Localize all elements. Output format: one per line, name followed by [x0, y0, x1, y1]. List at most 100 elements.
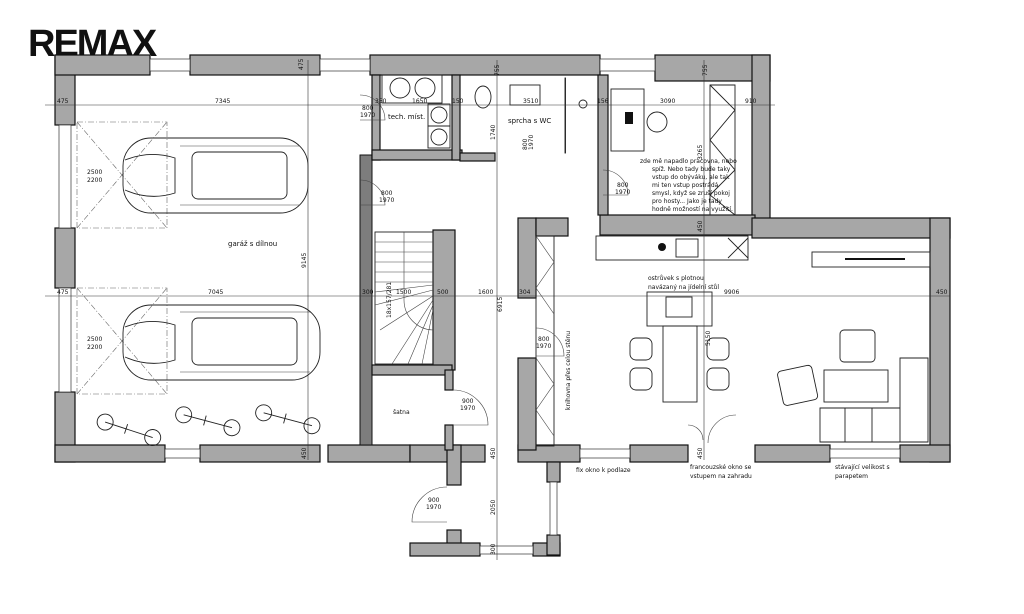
- staircase: [374, 231, 434, 365]
- door-width: 800: [381, 190, 393, 197]
- dimension: 450: [936, 289, 948, 296]
- dimension: 475: [298, 58, 305, 70]
- dimension: 450: [301, 447, 308, 459]
- car-bottom: [122, 304, 321, 381]
- wall: [597, 74, 609, 216]
- door-height: 1970: [615, 189, 630, 196]
- wall: [446, 444, 462, 486]
- dimension: 300: [362, 289, 374, 296]
- door-width: 900: [428, 497, 440, 504]
- dimension-lines: [45, 60, 950, 560]
- window-notes: fix okno k podlaze francouzské okno se v…: [576, 464, 890, 480]
- note-line: zde mě napadlo pracovna, nebo: [640, 158, 737, 165]
- door-height: 1970: [536, 343, 551, 350]
- dimension: 7045: [208, 289, 223, 296]
- dimension: 1500: [396, 289, 411, 296]
- dimension: 156: [597, 98, 609, 105]
- garage-doors: [76, 121, 168, 395]
- dimension: 9145: [301, 253, 308, 268]
- dimension: 450: [697, 447, 704, 459]
- tech-room-label: tech. míst.: [388, 113, 425, 121]
- wall: [629, 444, 689, 463]
- dimension: 450: [490, 447, 497, 459]
- french-window-note: vstupem na zahradu: [690, 473, 752, 480]
- wall: [444, 424, 454, 451]
- dimension: 350: [375, 98, 387, 105]
- dimension: 304: [519, 289, 531, 296]
- dimension: 475: [57, 98, 69, 105]
- existing-window-note: stávající velikost s: [835, 464, 890, 471]
- wall: [599, 214, 756, 236]
- wall: [751, 217, 951, 239]
- door-height: 1970: [426, 504, 441, 511]
- wall: [54, 54, 151, 76]
- dimension: 910: [745, 98, 757, 105]
- door-height: 1970: [360, 112, 375, 119]
- garage-door-opening: [58, 287, 72, 393]
- wall: [369, 54, 601, 76]
- garage-door-width: 2500: [87, 336, 102, 343]
- wall: [754, 444, 831, 463]
- wall: [54, 227, 76, 289]
- room-labels: garáž s dílnou tech. míst. sprcha s WC š…: [228, 113, 719, 416]
- dimension: 9906: [724, 289, 739, 296]
- dimension: 7345: [215, 98, 230, 105]
- kitchen-counter: [595, 235, 931, 268]
- garage-door-width: 2500: [87, 169, 102, 176]
- dimension: 3265: [697, 145, 704, 160]
- tech-appliances: [381, 74, 451, 149]
- wardrobe-label: šatna: [393, 409, 410, 416]
- wall: [535, 217, 569, 237]
- existing-window-note: parapetem: [835, 473, 868, 480]
- door-width: 800: [362, 105, 374, 112]
- wall: [327, 444, 411, 463]
- garage-door-swing: [76, 287, 168, 395]
- wall: [546, 534, 561, 556]
- dimension: 755: [702, 64, 709, 76]
- window: [479, 545, 534, 555]
- door-height: 1970: [528, 135, 535, 150]
- garage-door-opening: [58, 124, 72, 229]
- garage-door-height: 2200: [87, 344, 102, 351]
- dimension: 1740: [490, 125, 497, 140]
- car-top: [122, 137, 309, 214]
- library-label: knihovna přes celou stěnu: [565, 331, 572, 410]
- dimension: 6915: [497, 297, 504, 312]
- door-width: 800: [538, 336, 550, 343]
- bookshelf: [535, 235, 555, 447]
- wall: [751, 54, 771, 231]
- wall: [444, 369, 454, 391]
- door-height: 1970: [379, 197, 394, 204]
- door-height: 1970: [460, 405, 475, 412]
- dimension: 475: [57, 289, 69, 296]
- fix-window-note: fix okno k podlaze: [576, 467, 631, 474]
- island-label: ostrůvek s plotnou: [648, 275, 704, 282]
- wall: [371, 149, 463, 161]
- garage-door-height: 2200: [87, 177, 102, 184]
- french-window-note: francouzské okno se: [690, 464, 752, 471]
- office-desk: [610, 84, 736, 216]
- wall: [517, 217, 537, 299]
- window: [599, 58, 656, 72]
- door-width: 800: [522, 138, 529, 150]
- island-label: navázaný na jídelní stůl: [648, 284, 719, 291]
- dimension: 1650: [412, 98, 427, 105]
- bathroom-label: sprcha s WC: [508, 117, 551, 125]
- walls: [54, 54, 951, 557]
- garage-label: garáž s dílnou: [228, 240, 277, 248]
- note-line: pro hosty... Jako je tady: [652, 198, 722, 205]
- kitchen-island: [629, 291, 730, 403]
- wall: [54, 444, 166, 463]
- note-line: spíž. Nebo tady bude taky: [652, 166, 731, 173]
- note-line: hodně možností na využití.: [652, 206, 733, 213]
- wall: [371, 364, 453, 376]
- dimension: 3090: [660, 98, 675, 105]
- window: [149, 58, 191, 72]
- dimension: 3510: [523, 98, 538, 105]
- stair-label: 18x157/281: [386, 282, 393, 318]
- wall: [546, 461, 561, 483]
- wall: [929, 217, 951, 463]
- dimension: 300: [490, 543, 497, 555]
- wall: [899, 444, 951, 463]
